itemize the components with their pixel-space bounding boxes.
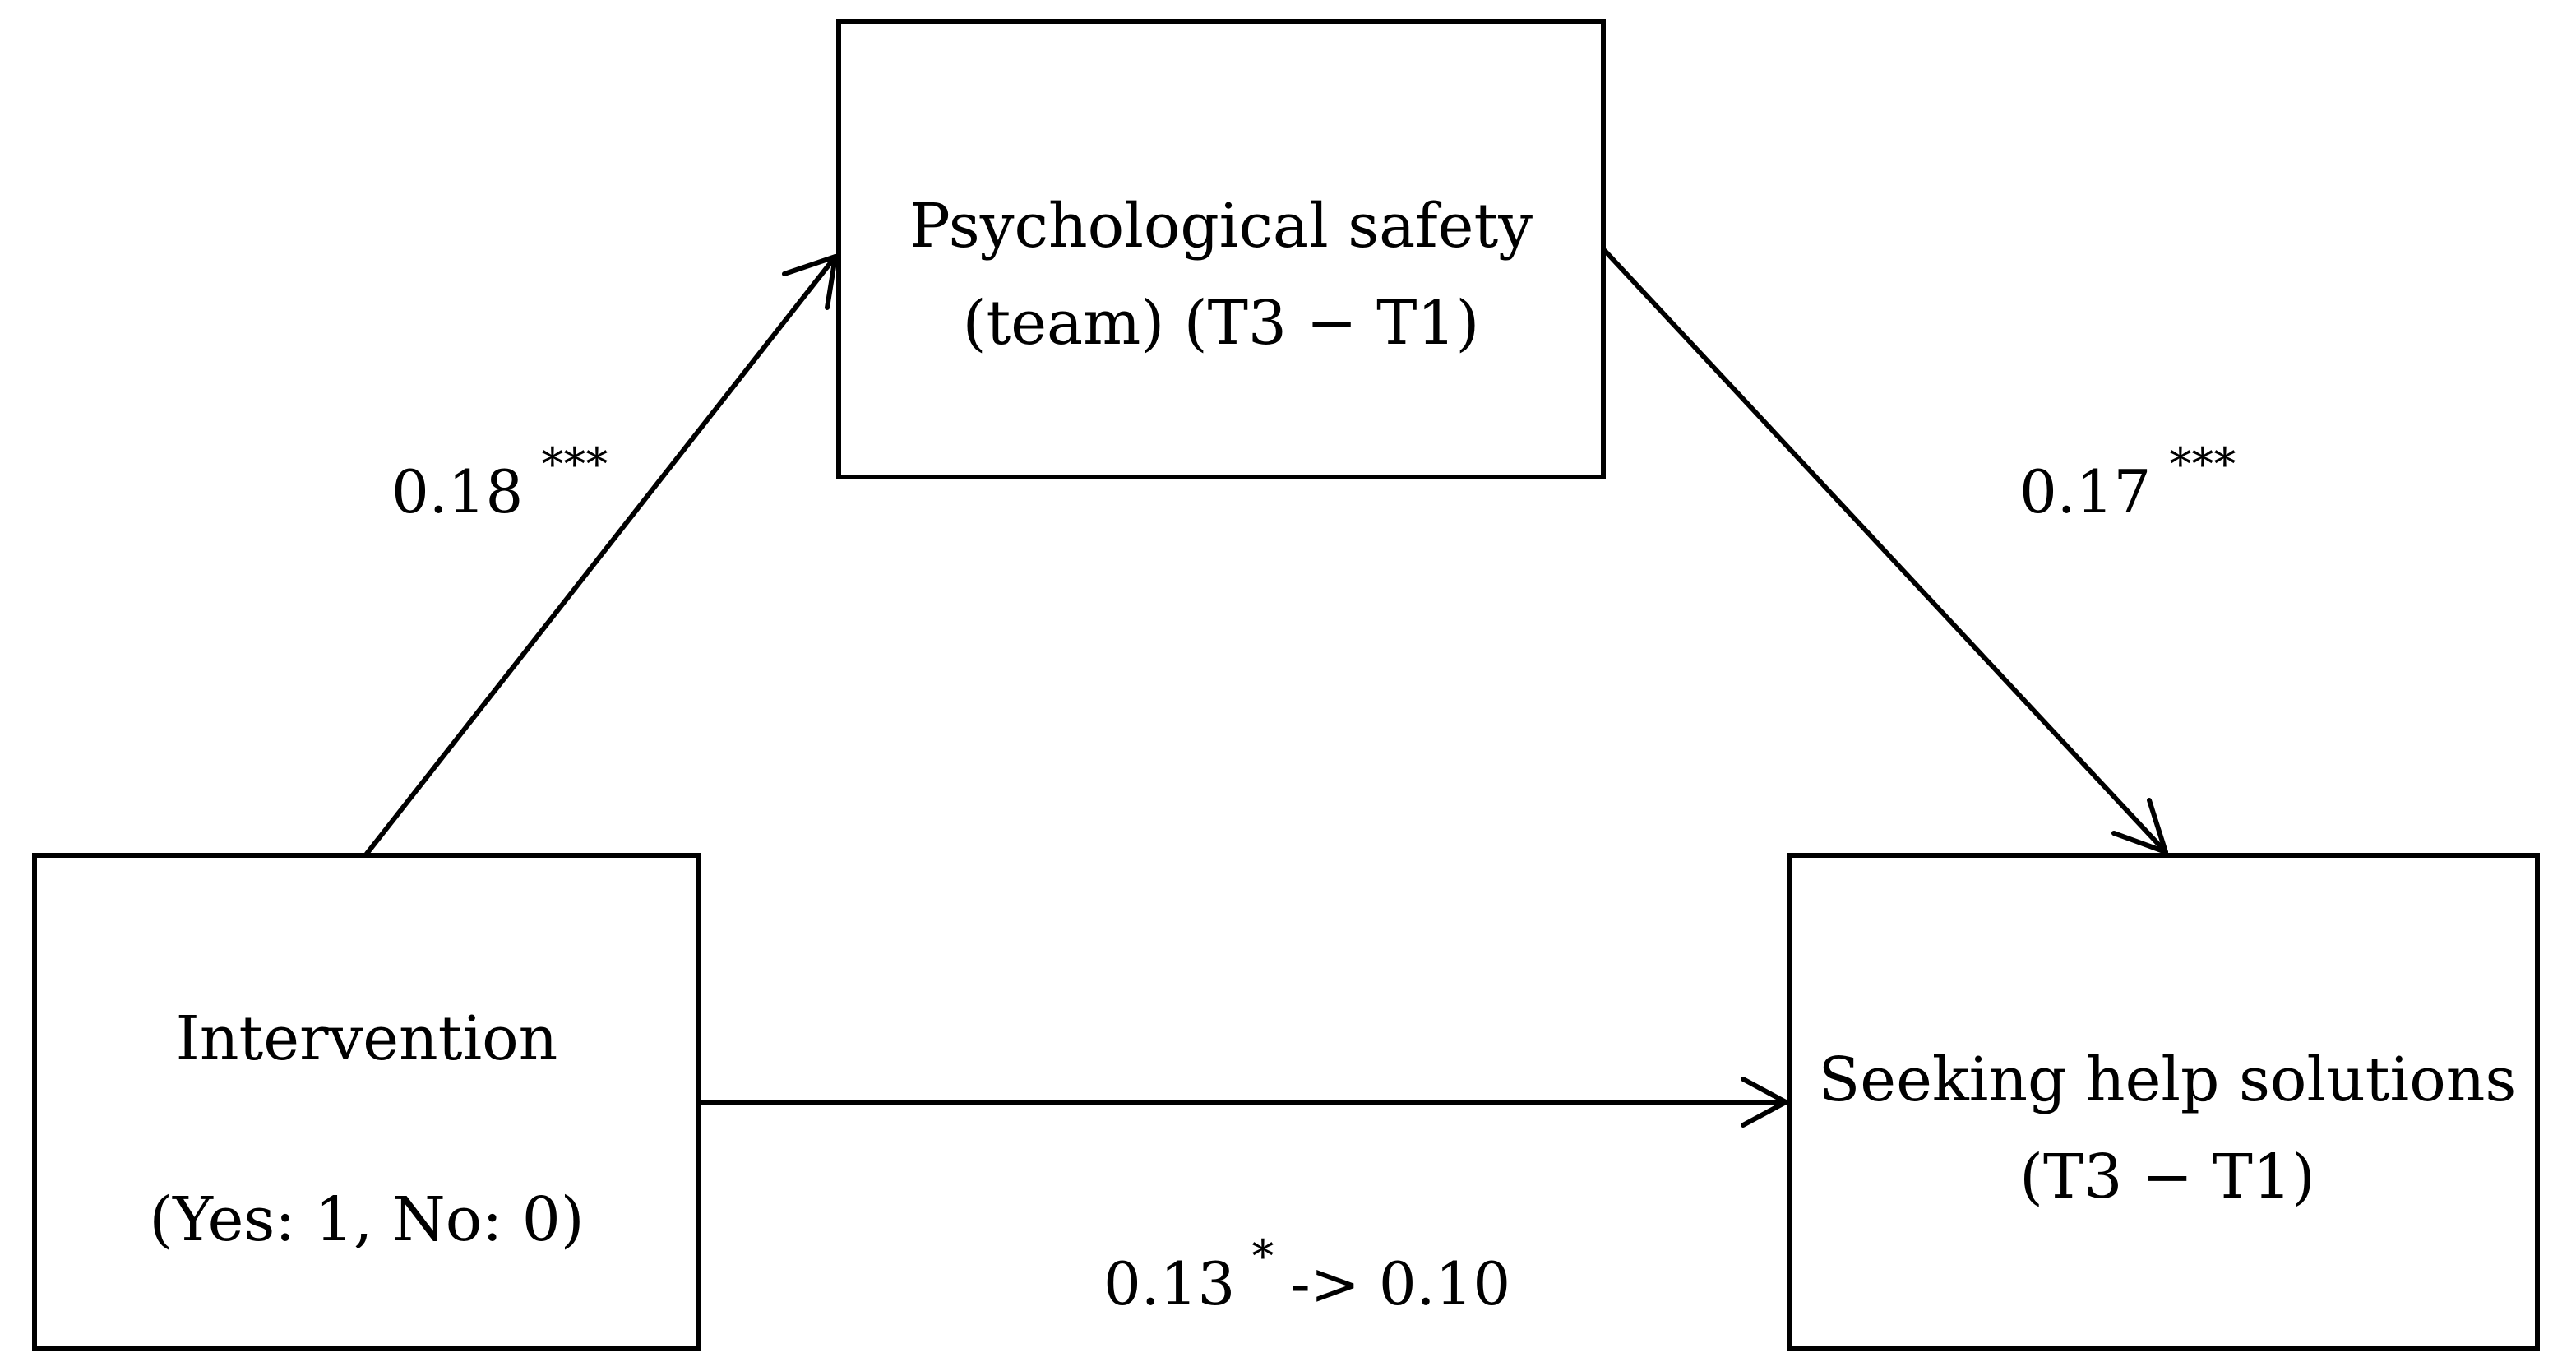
path-a-significance: *** (541, 438, 608, 490)
path-b-coefficient-label: 0.17 *** (2019, 438, 2236, 526)
predictor-box (32, 853, 701, 1351)
mediator-label-line2: (team) (T3 − T1) (963, 288, 1480, 359)
path-c-significance: * (1251, 1230, 1274, 1282)
path-a-coefficient-label: 0.18 *** (391, 438, 608, 526)
outcome-label-line1: Seeking help solutions (1819, 1045, 2517, 1115)
path-a-arrowhead (782, 254, 838, 310)
path-c-arrowhead (1741, 1077, 1788, 1128)
mediator-box (836, 19, 1606, 479)
mediator-node: Psychological safety (team) (T3 − T1) (836, 19, 1606, 479)
predictor-label-line2: (Yes: 1, No: 0) (149, 1184, 584, 1255)
path-a-arrow (364, 254, 838, 856)
path-c-suffix: -> 0.10 (1290, 1249, 1510, 1318)
predictor-node: Intervention (Yes: 1, No: 0) (32, 853, 701, 1351)
predictor-label-line1: Intervention (176, 1003, 558, 1074)
path-b-arrowhead (2111, 798, 2168, 855)
path-b-arrow (1602, 248, 2168, 855)
path-a-line (364, 254, 838, 856)
path-a-coefficient: 0.18 (391, 457, 523, 526)
path-b-significance: *** (2169, 438, 2236, 490)
outcome-label-line2: (T3 − T1) (2019, 1142, 2315, 1212)
path-b-coefficient: 0.17 (2019, 457, 2151, 526)
path-c-arrow (698, 1077, 1788, 1128)
path-c-coefficient: 0.13 (1103, 1249, 1235, 1318)
outcome-box (1787, 853, 2540, 1351)
outcome-node: Seeking help solutions (T3 − T1) (1787, 853, 2540, 1351)
path-c-coefficient-label: 0.13 * -> 0.10 (1103, 1230, 1510, 1318)
path-b-line (1602, 248, 2168, 855)
mediator-label-line1: Psychological safety (909, 191, 1533, 262)
